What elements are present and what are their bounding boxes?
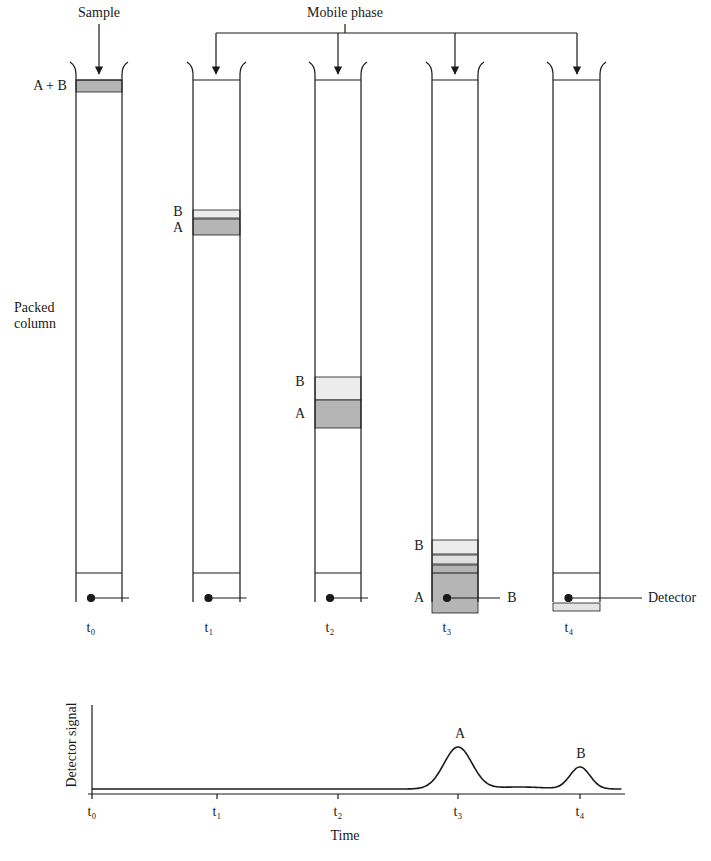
time-label: t₄ [565, 620, 574, 636]
solute-band [193, 219, 240, 235]
band-label: A + B [33, 78, 67, 94]
packed-column [187, 62, 247, 602]
mobile-phase-arrow [576, 33, 577, 74]
solute-band [76, 80, 122, 92]
time-tick [337, 794, 338, 799]
tick-label: t₁ [213, 804, 222, 820]
tick-label: t₃ [454, 804, 463, 820]
mobile-phase-label: Mobile phase [307, 5, 383, 21]
detector-lead [569, 597, 643, 598]
tick-label: t₄ [576, 804, 585, 820]
detector-label: Detector [648, 590, 696, 606]
mobile-phase-arrow [215, 33, 216, 74]
band-label: B [414, 538, 423, 554]
solute-band [432, 565, 478, 613]
band-label: A [414, 590, 424, 606]
time-tick [216, 794, 217, 799]
mobile-phase-arrow [454, 33, 455, 74]
y-axis [91, 705, 92, 794]
band-label: B [173, 204, 182, 220]
solute-band [432, 555, 478, 564]
packed-column [70, 62, 129, 602]
axis-label: Time [330, 828, 359, 844]
x-axis [88, 793, 625, 794]
band-label: A [173, 220, 183, 236]
time-label: t₁ [205, 620, 214, 636]
solute-band [432, 540, 478, 554]
detector-lead [91, 597, 129, 598]
mobile-phase-bracket [216, 32, 577, 33]
time-tick [579, 794, 580, 799]
time-tick [91, 794, 92, 799]
detector-lead [447, 597, 500, 598]
band-label: A [295, 406, 305, 422]
band-label: B [295, 374, 304, 390]
solute-band [193, 210, 240, 218]
packed-column [426, 62, 500, 602]
peak-label: B [576, 746, 585, 762]
axis-label: Detector signal [64, 702, 80, 787]
mobile-phase-arrow [337, 33, 338, 74]
time-label: t₃ [443, 620, 452, 636]
sample-label: Sample [78, 5, 120, 21]
column-label: Packed column [14, 300, 72, 332]
solute-band [315, 377, 361, 400]
packed-column [547, 62, 642, 602]
time-label: t₀ [87, 620, 96, 636]
time-tick [457, 794, 458, 799]
packed-column [309, 62, 368, 602]
detector-lead [209, 597, 247, 598]
detector-trace [92, 747, 622, 789]
tick-label: t₀ [88, 804, 97, 820]
peak-label: A [455, 726, 465, 742]
solute-band [315, 400, 361, 428]
time-label: t₂ [326, 620, 335, 636]
tick-label: t₂ [334, 804, 343, 820]
sample-arrow [98, 24, 99, 74]
detector-lead [330, 597, 368, 598]
band-label: B [505, 590, 518, 606]
solute-band [553, 603, 600, 611]
